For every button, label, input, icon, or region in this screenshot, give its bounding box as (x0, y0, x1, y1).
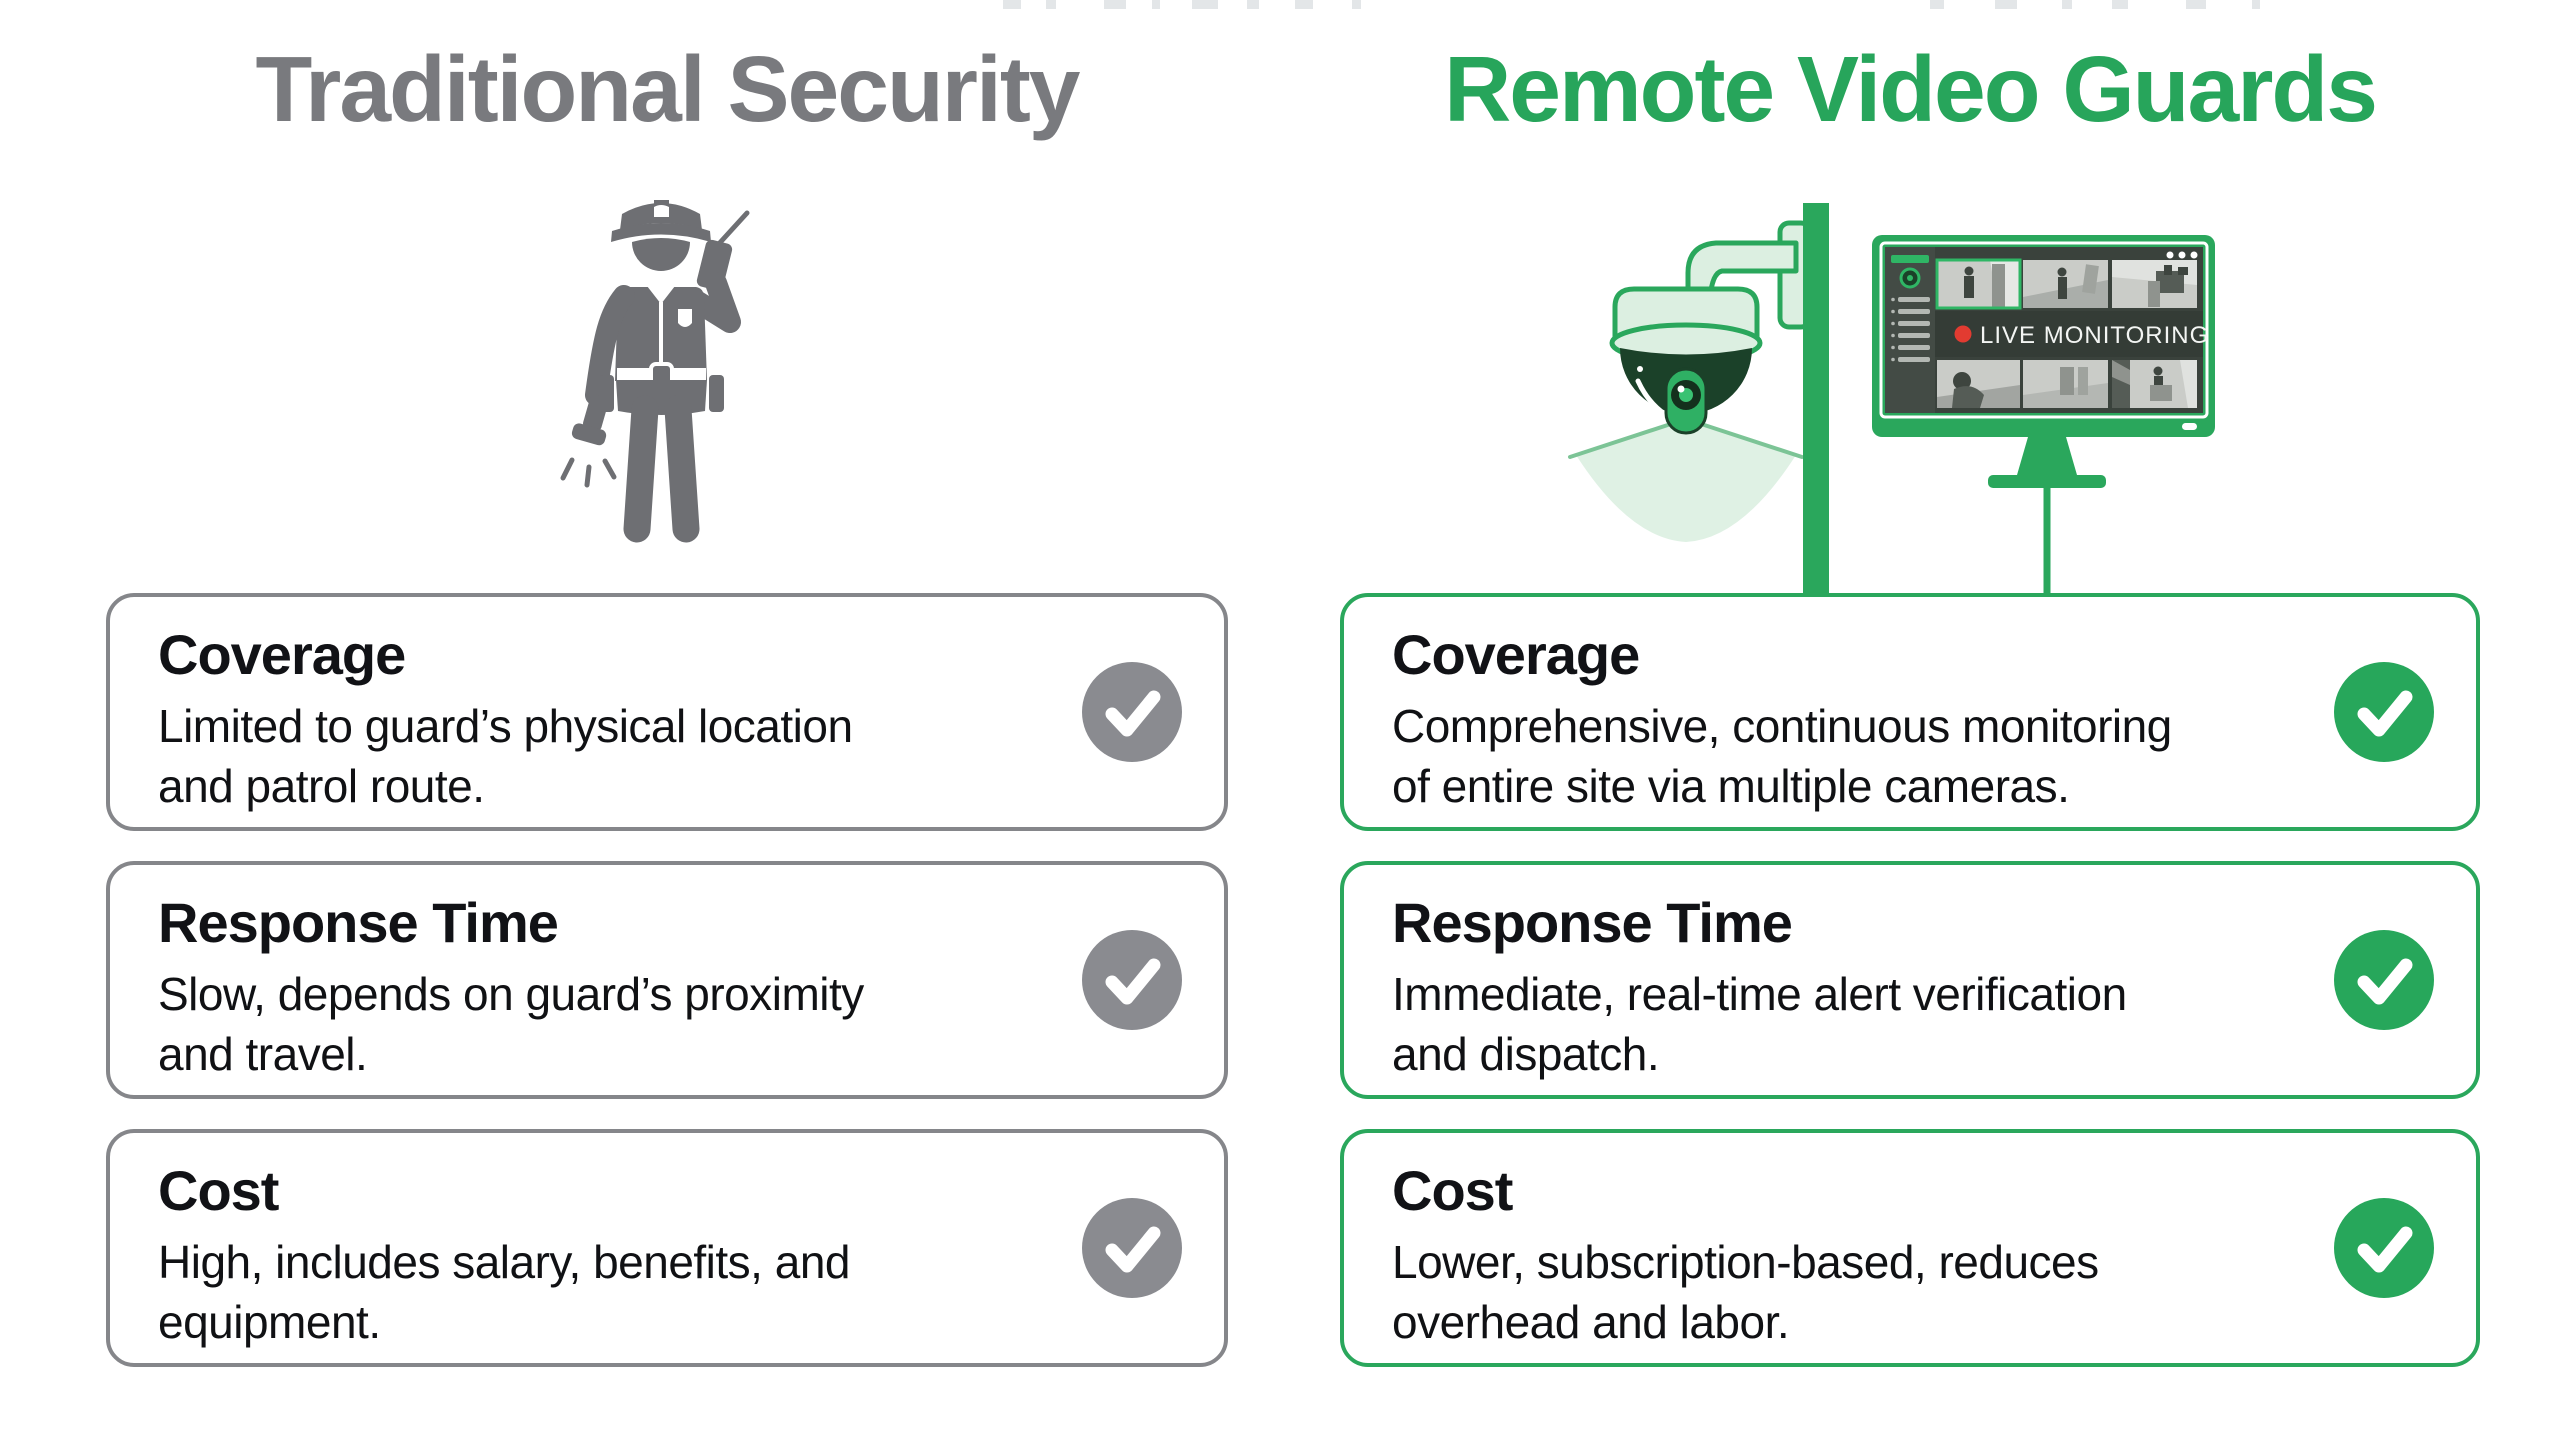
card-response-time-remote: Response Time Immediate, real-time alert… (1340, 861, 2480, 1099)
card-description: Limited to guard’s physical location and… (158, 700, 853, 813)
traditional-security-title: Traditional Security (255, 37, 1080, 141)
card-description: Slow, depends on guard’s proximity and t… (158, 968, 864, 1081)
red-recording-dot (1954, 325, 1972, 343)
dome-camera (1609, 286, 1763, 435)
check-icon (1082, 930, 1182, 1030)
card-description: Comprehensive, continuous monitoring of … (1392, 700, 2172, 813)
card-title: Response Time (158, 891, 559, 954)
check-icon (1082, 1198, 1182, 1298)
card-description: Immediate, real-time alert verification … (1392, 968, 2127, 1081)
check-icon (2334, 662, 2434, 762)
camera-thumbnails-bottom (1937, 360, 2197, 408)
card-response-time-traditional: Response Time Slow, depends on guard’s p… (106, 861, 1228, 1099)
card-coverage-traditional: Coverage Limited to guard’s physical loc… (106, 593, 1228, 831)
live-monitoring-banner: LIVE MONITORING (1935, 311, 2209, 357)
card-cost-traditional: Cost High, includes salary, benefits, an… (106, 1129, 1228, 1367)
camera-thumbnails-top (1935, 258, 2197, 310)
check-icon (1082, 662, 1182, 762)
card-description: High, includes salary, benefits, and equ… (158, 1236, 851, 1349)
card-coverage-remote: Coverage Comprehensive, continuous monit… (1340, 593, 2480, 831)
live-monitoring-label: LIVE MONITORING (1980, 322, 2209, 349)
security-guard-icon (560, 200, 750, 543)
check-icon (2334, 930, 2434, 1030)
card-title: Coverage (1392, 623, 1640, 686)
camera-view-cone (1568, 417, 1804, 542)
card-title: Response Time (1392, 891, 1793, 954)
card-cost-remote: Cost Lower, subscription-based, reduces … (1340, 1129, 2480, 1367)
card-title: Cost (158, 1159, 279, 1222)
monitoring-screen: LIVE MONITORING (1872, 235, 2215, 437)
card-description: Lower, subscription-based, reduces overh… (1392, 1236, 2099, 1349)
remote-video-guards-title: Remote Video Guards (1444, 37, 2378, 141)
check-icon (2334, 1198, 2434, 1298)
card-title: Coverage (158, 623, 406, 686)
card-title: Cost (1392, 1159, 1513, 1222)
cctv-camera-monitor-icon: LIVE MONITORING (1568, 203, 2215, 695)
